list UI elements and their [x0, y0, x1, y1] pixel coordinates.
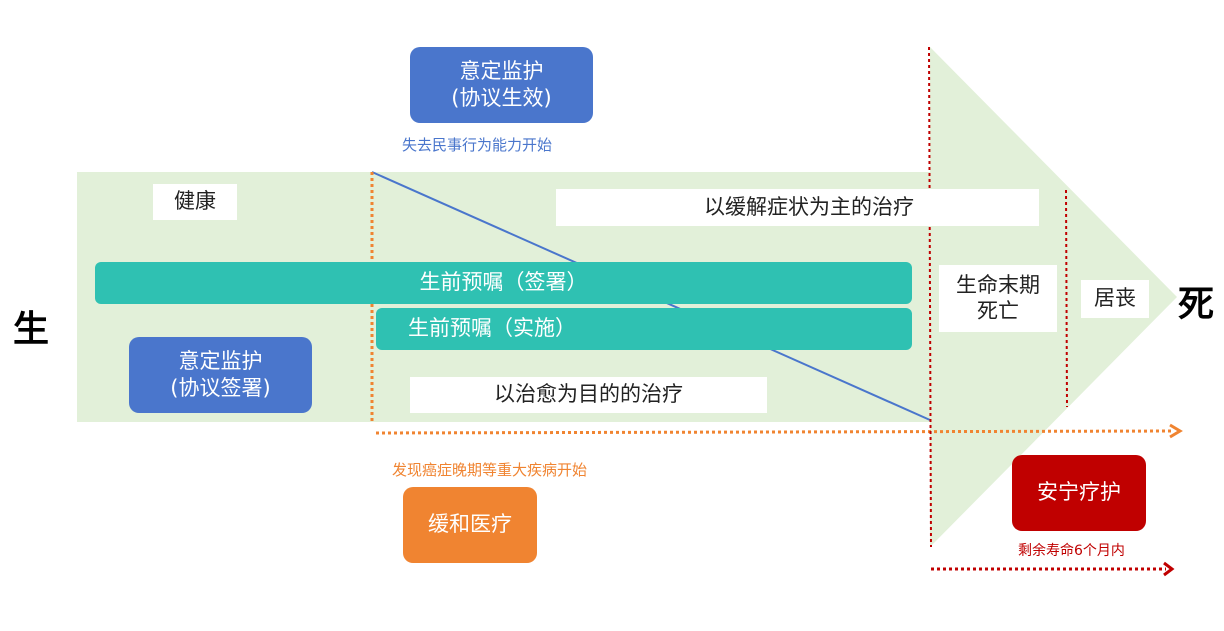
end-of-life-line2: 死亡: [977, 298, 1019, 323]
hospice-arrowhead: [1163, 561, 1175, 577]
guardianship-effective-line2: (协议生效): [451, 86, 552, 110]
palliative-caption: 发现癌症晚期等重大疾病开始: [392, 461, 588, 479]
hospice-care-box: 安宁疗护: [1012, 455, 1146, 531]
symptom-relief-label: 以缓解症状为主的治疗: [556, 189, 1039, 226]
guardianship-signing-box: 意定监护 (协议签署): [129, 337, 312, 413]
palliative-arrow-line: [375, 429, 1173, 435]
death-label: 死: [1178, 284, 1215, 325]
end-of-life-label: 生命末期 死亡: [939, 265, 1057, 332]
palliative-arrowhead: [1169, 423, 1183, 439]
hospice-caption: 剩余寿命6个月内: [1018, 543, 1125, 559]
guardianship-effective-box: 意定监护 (协议生效): [410, 47, 593, 123]
end-of-life-line1: 生命末期: [956, 273, 1040, 298]
health-label: 健康: [153, 184, 237, 220]
palliative-care-box: 缓和医疗: [403, 487, 537, 563]
incapacity-caption: 失去民事行为能力开始: [402, 136, 553, 154]
birth-label: 生: [13, 309, 50, 350]
guardianship-effective-line1: 意定监护: [459, 58, 544, 83]
living-will-signing-bar: 生前预嘱（签署）: [95, 262, 912, 304]
living-will-execution-bar: 生前预嘱（实施）: [376, 308, 912, 350]
curative-label: 以治愈为目的的治疗: [410, 377, 767, 413]
bereavement-label: 居丧: [1081, 280, 1149, 318]
end-of-life-line: [928, 46, 932, 548]
guardianship-signing-line1: 意定监护: [178, 348, 263, 373]
guardianship-signing-line2: (协议签署): [170, 376, 271, 400]
bereavement-line: [1065, 189, 1068, 408]
